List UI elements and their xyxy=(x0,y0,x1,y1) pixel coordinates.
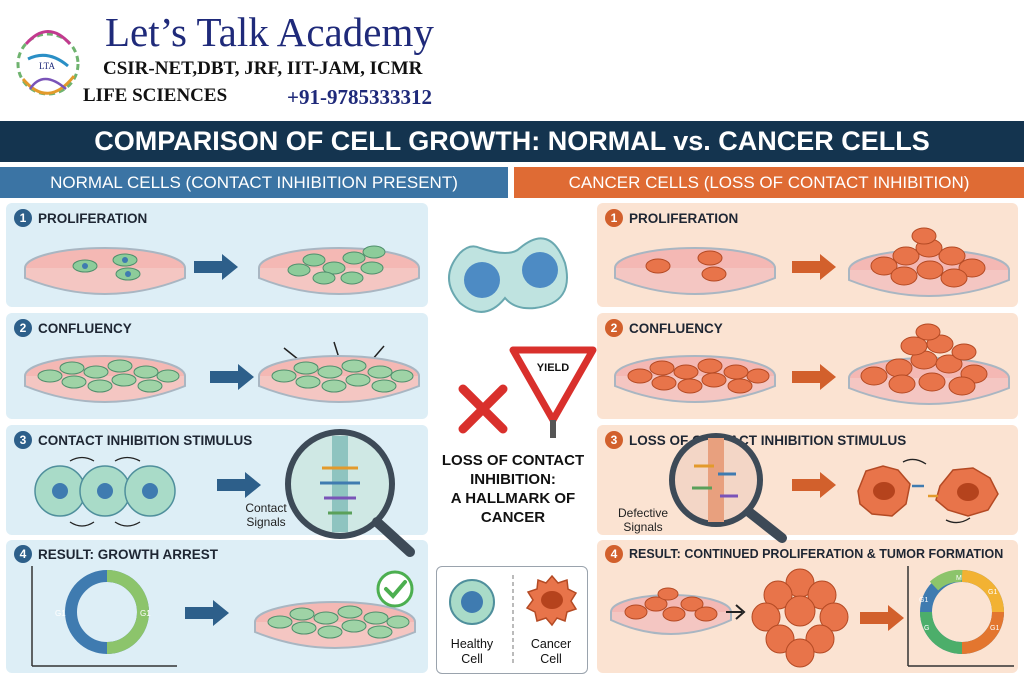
cancer-cells-separating xyxy=(857,458,999,524)
yield-sign-icon: YIELD xyxy=(509,346,597,438)
cycle-label-g1-left: G1 xyxy=(55,609,66,618)
cancer-cell-label: Cancer Cell xyxy=(530,637,572,666)
cycle-label-g1-a: G1 xyxy=(988,589,997,596)
legend-divider xyxy=(512,575,514,665)
cancer-cells-header: CANCER CELLS (LOSS OF CONTACT INHIBITION… xyxy=(514,167,1024,198)
contact-signals-caption: Contact Signals xyxy=(245,501,287,529)
cycle-label-g: G xyxy=(924,625,929,632)
normal-dish-growing xyxy=(258,245,420,295)
step-title: CONFLUENCY xyxy=(629,320,723,336)
cancer-magnifier-icon xyxy=(669,433,787,543)
step-title: PROLIFERATION xyxy=(38,210,148,226)
exam-list: CSIR-NET,DBT, JRF, IIT-JAM, ICMR xyxy=(103,58,423,79)
step-number: 2 xyxy=(605,319,623,337)
magnifier-icon xyxy=(285,429,415,557)
legend: Healthy Cell Cancer Cell xyxy=(436,566,588,674)
cancer-cell-icon xyxy=(525,574,578,627)
cycle-label-g1-right: G1 xyxy=(140,609,151,618)
check-icon xyxy=(376,570,414,608)
dividing-cell-illustration xyxy=(448,237,568,313)
cancer-step-4-title: 4 RESULT: CONTINUED PROLIFERATION & TUMOR… xyxy=(605,545,1003,563)
step-number: 3 xyxy=(14,431,32,449)
step-title: PROLIFERATION xyxy=(629,210,739,226)
cancer-step-2-title: 2 CONFLUENCY xyxy=(605,319,723,337)
healthy-cell-icon xyxy=(449,579,495,625)
step-title: CONFLUENCY xyxy=(38,320,132,336)
cancer-step-1-title: 1 PROLIFERATION xyxy=(605,209,738,227)
cycle-label-g1-c: G1 xyxy=(919,597,928,604)
step-title: RESULT: GROWTH ARREST xyxy=(38,546,218,562)
defective-signals-caption: Defective Signals xyxy=(617,506,669,534)
normal-dish-confluent-after xyxy=(258,341,420,403)
step-number: 1 xyxy=(605,209,623,227)
tumor-mass xyxy=(751,568,849,668)
normal-cell-cycle-chart: G1 G1 xyxy=(31,566,177,667)
cancer-arrow-2 xyxy=(792,364,836,390)
cancer-dish-sparse xyxy=(614,247,776,295)
step-number: 4 xyxy=(605,545,623,563)
hallmark-statement: LOSS OF CONTACT INHIBITION: A HALLMARK O… xyxy=(441,452,585,526)
cancer-dish-confluent-before xyxy=(614,355,776,403)
page-title: COMPARISON OF CELL GROWTH: NORMAL vs. CA… xyxy=(0,121,1024,162)
academy-logo: LTA xyxy=(16,30,80,96)
tumor-arrow xyxy=(726,604,746,620)
x-mark-icon xyxy=(458,384,508,434)
step-number: 2 xyxy=(14,319,32,337)
cancer-dish-tumor-base xyxy=(610,587,732,635)
cancer-arrow-1 xyxy=(792,254,836,280)
cancer-dish-piled xyxy=(848,323,1010,405)
step-number: 1 xyxy=(14,209,32,227)
cycle-label-m: M xyxy=(956,575,962,582)
cancer-dish-growing xyxy=(848,227,1010,297)
cancer-arrow-4 xyxy=(860,605,904,631)
normal-dish-arrested xyxy=(254,601,416,649)
logo-text: LTA xyxy=(39,61,55,71)
normal-cells-touching xyxy=(34,456,176,527)
normal-arrow-3 xyxy=(217,472,261,498)
step-title: CONTACT INHIBITION STIMULUS xyxy=(38,432,253,448)
normal-arrow-4 xyxy=(185,600,229,626)
academy-name: Let’s Talk Academy xyxy=(105,9,434,55)
cycle-label-g1-b: G1 xyxy=(990,625,999,632)
healthy-cell-label: Healthy Cell xyxy=(450,637,494,666)
yield-sign-text: YIELD xyxy=(537,362,569,374)
life-sciences-label: LIFE SCIENCES xyxy=(83,85,228,106)
normal-dish-confluent-before xyxy=(24,355,186,403)
normal-dish-sparse xyxy=(24,247,186,295)
normal-arrow-1 xyxy=(194,254,238,280)
cancer-arrow-3 xyxy=(792,472,836,498)
normal-cells-header: NORMAL CELLS (CONTACT INHIBITION PRESENT… xyxy=(0,167,508,198)
normal-step-2-title: 2 CONFLUENCY xyxy=(14,319,132,337)
normal-step-3-title: 3 CONTACT INHIBITION STIMULUS xyxy=(14,431,252,449)
step-number: 4 xyxy=(14,545,32,563)
step-number: 3 xyxy=(605,431,623,449)
normal-step-4-title: 4 RESULT: GROWTH ARREST xyxy=(14,545,218,563)
step-title: RESULT: CONTINUED PROLIFERATION & TUMOR … xyxy=(629,547,1004,561)
phone-number: +91-9785333312 xyxy=(287,85,432,109)
normal-arrow-2 xyxy=(210,364,254,390)
normal-step-1-title: 1 PROLIFERATION xyxy=(14,209,147,227)
cancer-cell-cycle-chart: M G1 G1 G G1 xyxy=(907,566,1014,667)
